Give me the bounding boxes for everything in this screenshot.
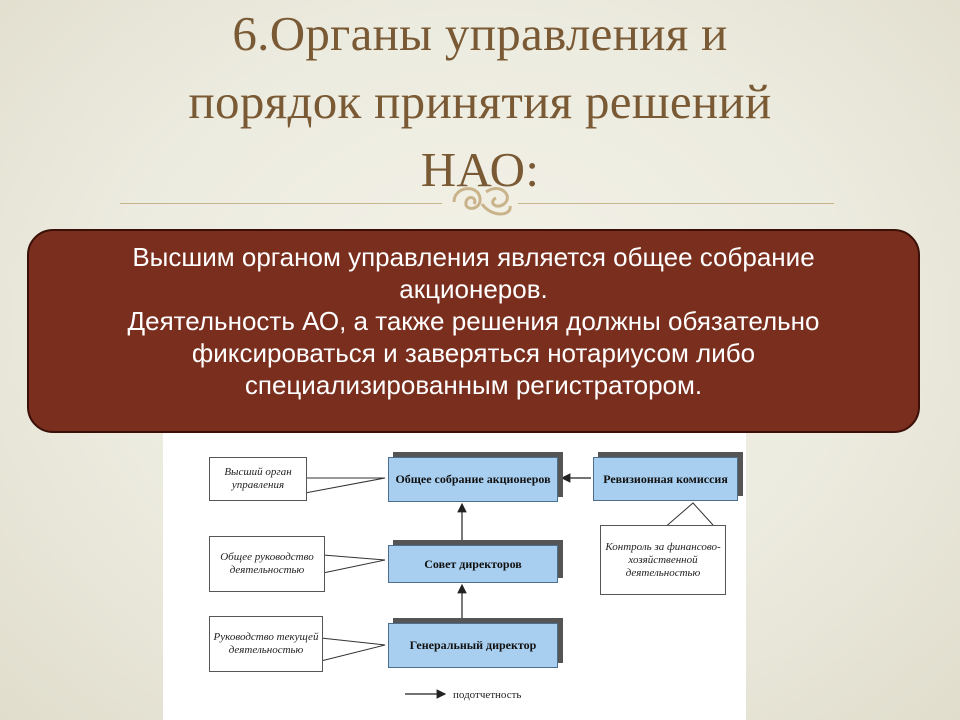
- title-line-1: 6.Органы управления и: [232, 6, 728, 61]
- callout-control: [662, 502, 714, 530]
- legend-label: подотчетность: [453, 689, 522, 701]
- info-line-3: Деятельность АО, а также решения должны …: [127, 306, 820, 336]
- note-current-management: Руководство текущей деятельностью: [209, 616, 323, 672]
- diagram-connectors: [304, 473, 714, 699]
- info-line-1: Высшим органом управления является общее…: [132, 242, 815, 272]
- callout-current: [320, 637, 386, 662]
- slide-title: 6.Органы управления и порядок принятия р…: [0, 0, 960, 204]
- swirl-ornament-icon: [452, 187, 512, 216]
- info-line-2: акционеров.: [399, 274, 548, 304]
- info-box: Высшим органом управления является общее…: [27, 229, 920, 433]
- divider-right: [518, 203, 834, 204]
- callout-supreme: [304, 477, 386, 494]
- callout-general: [322, 554, 386, 574]
- divider-left: [120, 203, 442, 204]
- board-node: Совет директоров: [388, 545, 558, 583]
- ceo-node: Генеральный директор: [388, 623, 558, 668]
- audit-committee-node: Ревизионная комиссия: [593, 457, 738, 501]
- title-line-3: НАО:: [420, 142, 540, 197]
- note-supreme-body: Высший орган управления: [209, 457, 307, 501]
- org-structure-diagram: Общее собрание акционеров Совет директор…: [163, 433, 746, 720]
- title-line-2: порядок принятия решений: [188, 74, 772, 129]
- note-general-management: Общее руководство деятельностью: [209, 536, 325, 592]
- general-meeting-node: Общее собрание акционеров: [388, 457, 558, 502]
- note-financial-control: Контроль за финансово-хозяйственной деят…: [600, 525, 726, 595]
- info-line-5: специализированным регистратором.: [244, 370, 703, 400]
- info-line-4: фиксироваться и заверяться нотариусом ли…: [191, 338, 756, 368]
